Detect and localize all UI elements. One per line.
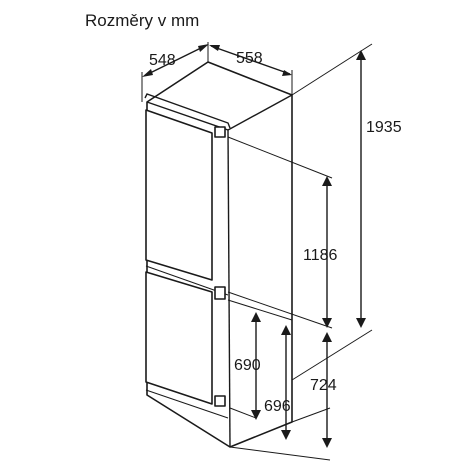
front-right-edge	[227, 129, 231, 448]
lower-section-label: 696	[264, 398, 291, 415]
middle-hinge	[214, 286, 226, 300]
top-rim	[144, 93, 231, 129]
lower-dimensions: 690 696 724	[227, 299, 337, 461]
plinth-line	[145, 389, 229, 419]
top-front-edge	[146, 101, 229, 131]
fridge-outline	[144, 61, 293, 448]
top-side-edge	[227, 94, 293, 131]
upper-door	[145, 109, 213, 281]
upper-hinge	[214, 126, 226, 138]
total-height-label: 1935	[366, 119, 402, 136]
lower-door-label: 690	[234, 357, 261, 374]
lower-door	[145, 271, 213, 405]
width-label: 558	[236, 50, 263, 67]
diagram-title: Rozměry v mm	[85, 11, 199, 30]
lower-total-label: 724	[310, 377, 337, 394]
total-height-dimension: 1935	[291, 43, 402, 381]
width-dimension: 558	[209, 45, 293, 95]
lower-hinge	[214, 395, 226, 407]
upper-section-label: 1186	[303, 247, 338, 264]
upper-section-dimension: 1186	[227, 136, 338, 329]
depth-label: 548	[149, 52, 176, 69]
depth-dimension: 548	[141, 42, 209, 102]
